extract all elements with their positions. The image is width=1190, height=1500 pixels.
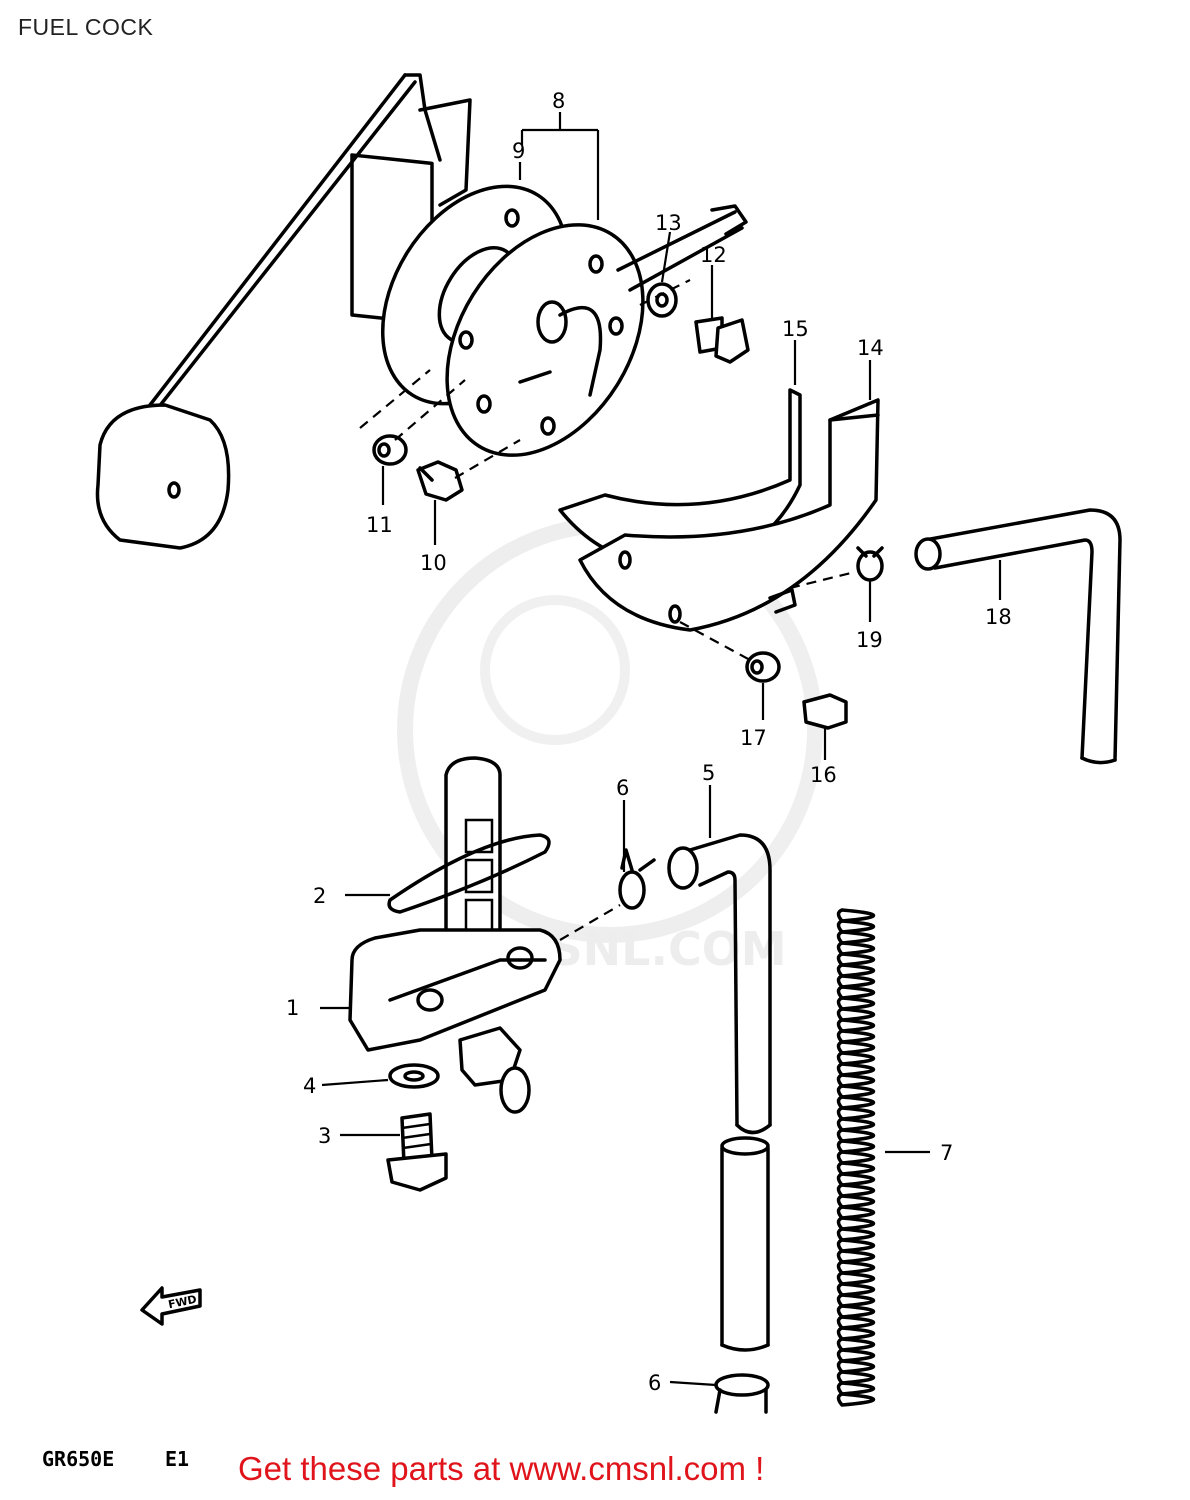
assembly-lines <box>359 279 856 941</box>
callout-17: 17 <box>740 726 767 750</box>
o-ring-2 <box>387 833 551 914</box>
callout-10: 10 <box>420 551 447 575</box>
screw-10 <box>416 460 464 502</box>
clip-6b <box>714 1373 770 1414</box>
cock-guard <box>558 388 880 632</box>
callout-13: 13 <box>655 211 682 235</box>
callout-19: 19 <box>856 628 883 652</box>
callout-7: 7 <box>940 1141 953 1165</box>
callout-2: 2 <box>313 884 326 908</box>
screw-16 <box>802 693 848 730</box>
callout-1: 1 <box>286 996 299 1020</box>
callout-5: 5 <box>702 761 715 785</box>
bolt-3 <box>386 1112 448 1192</box>
clip-19 <box>856 546 884 582</box>
callout-6a: 6 <box>616 776 629 800</box>
page-title: FUEL COCK <box>18 14 154 40</box>
region-code-text: E1 <box>165 1447 189 1471</box>
model-code: GR650E E1 <box>42 1447 189 1471</box>
fwd-label: FWD <box>167 1293 198 1312</box>
callout-4: 4 <box>303 1074 316 1098</box>
callout-14: 14 <box>857 336 884 360</box>
fuel-cock <box>348 756 562 1114</box>
model-code-text: GR650E <box>42 1447 114 1471</box>
callouts: 8 9 13 12 15 14 11 10 19 18 17 16 6 5 2 … <box>286 89 1012 1395</box>
callout-9: 9 <box>512 139 525 163</box>
callout-6b: 6 <box>648 1371 661 1395</box>
washer-11 <box>372 434 408 466</box>
callout-16: 16 <box>810 763 837 787</box>
leader-lines <box>320 112 1002 1387</box>
callout-3: 3 <box>318 1124 331 1148</box>
callout-18: 18 <box>985 605 1012 629</box>
washer-4 <box>388 1063 440 1089</box>
fwd-arrow: FWD <box>140 1286 202 1326</box>
callout-11: 11 <box>366 513 393 537</box>
callout-8: 8 <box>552 89 565 113</box>
hose-5 <box>667 833 772 1352</box>
bolt-12 <box>694 316 750 364</box>
hose-18 <box>914 508 1122 765</box>
callout-15: 15 <box>782 317 809 341</box>
callout-12: 12 <box>700 243 727 267</box>
spring-7 <box>836 908 876 1407</box>
sender-plate <box>445 204 748 457</box>
cta-link[interactable]: Get these parts at www.cmsnl.com ! <box>238 1450 765 1487</box>
washer-17 <box>745 651 781 683</box>
